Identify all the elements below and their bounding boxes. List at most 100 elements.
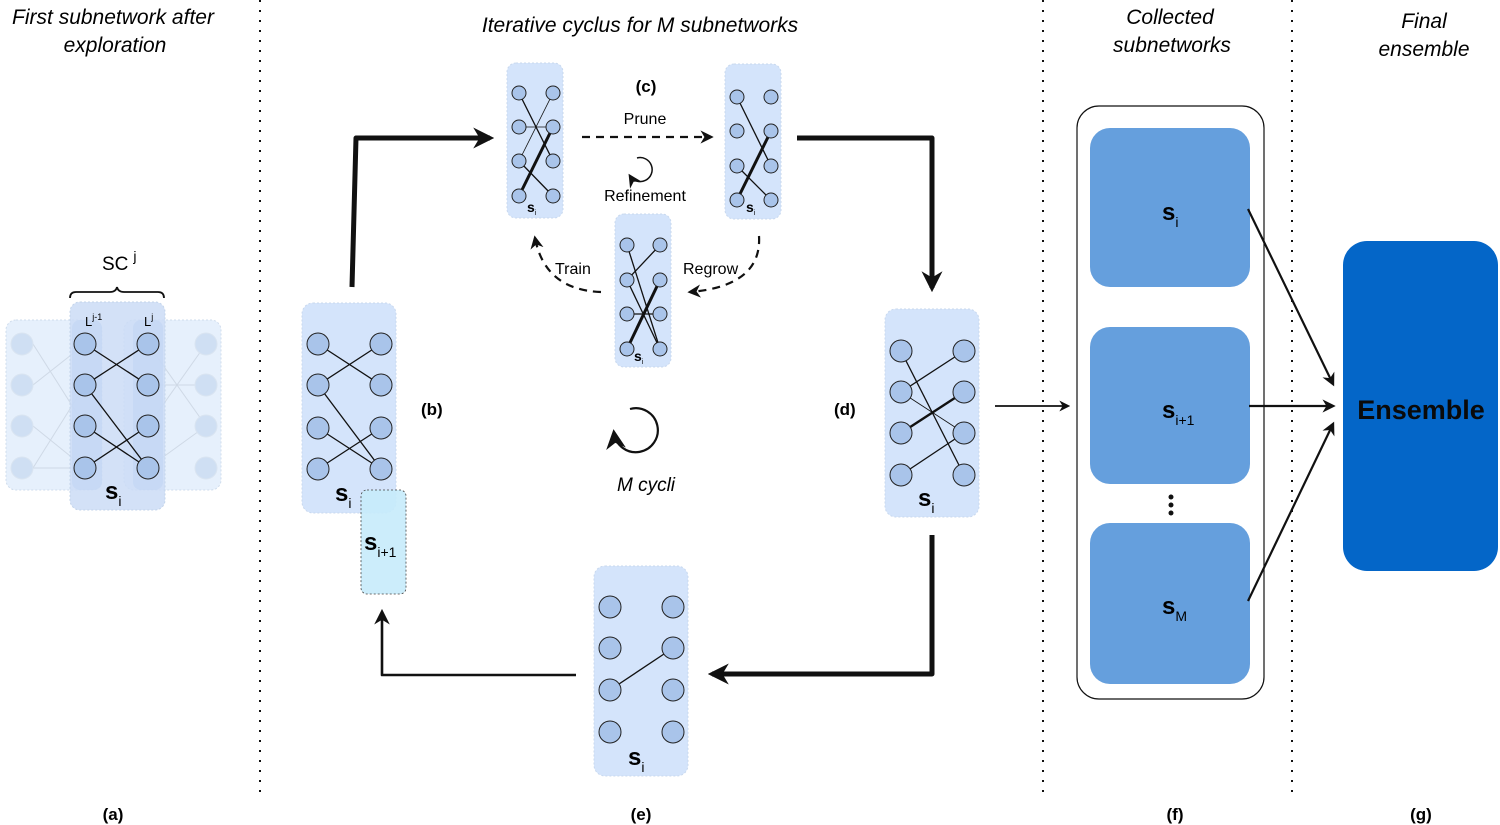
input-neuron <box>598 636 622 660</box>
net-c3-label: si <box>634 348 644 366</box>
output-neuron <box>545 153 561 169</box>
input-neuron <box>511 85 527 101</box>
section-a-title: First subnetwork after <box>12 6 215 29</box>
output-neuron <box>661 636 685 660</box>
next-subnetwork-label: si+1 <box>364 529 397 560</box>
label-g: (g) <box>1410 805 1432 824</box>
input-neuron <box>729 89 745 105</box>
label-a: (a) <box>103 805 124 824</box>
output-neuron <box>652 237 668 253</box>
output-neuron <box>763 192 779 208</box>
section-f-title-2: subnetworks <box>1113 34 1231 57</box>
input-neuron <box>598 720 622 744</box>
panel-d: si (d) <box>834 308 980 518</box>
input-neuron <box>619 272 635 288</box>
cycle-icon <box>606 407 659 454</box>
output-neuron <box>369 332 393 356</box>
ensemble-label: Ensemble <box>1357 395 1485 425</box>
section-g-title: Final <box>1401 10 1448 33</box>
connection <box>518 160 554 197</box>
layer-right-highlight <box>133 320 163 490</box>
ellipsis-icon <box>1168 494 1174 516</box>
connection <box>84 343 149 386</box>
input-neuron <box>306 373 330 397</box>
collected-label-2: si+1 <box>1162 397 1195 428</box>
input-neuron <box>73 332 97 356</box>
output-neuron <box>763 123 779 139</box>
output-neuron <box>652 306 668 322</box>
output-neuron <box>369 457 393 481</box>
connection <box>736 165 772 201</box>
train-label: Train <box>555 261 591 278</box>
panel-b: si si+1 (b) <box>301 302 443 595</box>
input-neuron <box>511 188 527 204</box>
net-c1-label: si <box>527 199 537 217</box>
output-neuron <box>763 89 779 105</box>
collected-box-1 <box>1090 128 1250 287</box>
connection <box>317 343 382 386</box>
arrow-d-to-e <box>707 535 935 685</box>
output-neuron <box>652 272 668 288</box>
network-graph <box>598 595 685 744</box>
refinement-icon <box>628 156 653 189</box>
output-neuron <box>136 373 160 397</box>
connection <box>900 390 965 435</box>
output-neuron <box>763 158 779 174</box>
input-neuron <box>729 158 745 174</box>
input-neuron <box>619 341 635 357</box>
network-graph <box>306 332 393 481</box>
arrow-collected-1 <box>1247 208 1335 387</box>
output-neuron <box>661 595 685 619</box>
label-f: (f) <box>1167 805 1184 824</box>
input-neuron <box>889 339 913 363</box>
output-neuron <box>369 416 393 440</box>
cycle-label: M cycli <box>617 475 676 496</box>
network-graph <box>619 237 668 357</box>
output-neuron <box>136 332 160 356</box>
output-neuron <box>136 414 160 438</box>
next-subnetwork-box <box>360 489 407 595</box>
connection <box>900 350 965 393</box>
output-neuron <box>952 421 976 445</box>
input-neuron <box>306 416 330 440</box>
input-neuron <box>889 463 913 487</box>
input-neuron <box>598 595 622 619</box>
input-neuron <box>889 380 913 404</box>
section-f-title: Collected <box>1126 6 1215 29</box>
input-neuron <box>511 153 527 169</box>
subnetwork-label: si <box>918 485 934 516</box>
cycle-center: M cycli <box>606 407 676 496</box>
connection <box>735 130 773 201</box>
input-neuron <box>729 123 745 139</box>
panel-d-label: (d) <box>834 400 856 419</box>
input-neuron <box>73 373 97 397</box>
connection <box>900 432 965 476</box>
train-arrow <box>530 235 602 294</box>
input-neuron <box>73 456 97 480</box>
connection <box>626 244 661 350</box>
connection <box>609 647 674 691</box>
collected-box-3 <box>1090 523 1250 684</box>
arrow-e-to-b <box>374 608 576 677</box>
collected-box-2 <box>1090 327 1250 484</box>
output-neuron <box>545 188 561 204</box>
arrow-c-to-d <box>797 135 943 293</box>
cycle-title: Iterative cyclus for M subnetworks <box>482 14 799 37</box>
panel-b-label: (b) <box>421 400 443 419</box>
subnetwork-label: si <box>628 744 644 775</box>
output-neuron <box>136 456 160 480</box>
output-neuron <box>369 373 393 397</box>
input-neuron <box>73 414 97 438</box>
output-neuron <box>652 341 668 357</box>
output-neuron <box>952 380 976 404</box>
input-neuron <box>729 192 745 208</box>
output-neuron <box>545 85 561 101</box>
collected-label-3: sM <box>1162 593 1187 624</box>
output-neuron <box>661 678 685 702</box>
prune-label: Prune <box>624 111 667 128</box>
output-neuron <box>545 119 561 135</box>
regrow-label: Regrow <box>683 261 739 278</box>
